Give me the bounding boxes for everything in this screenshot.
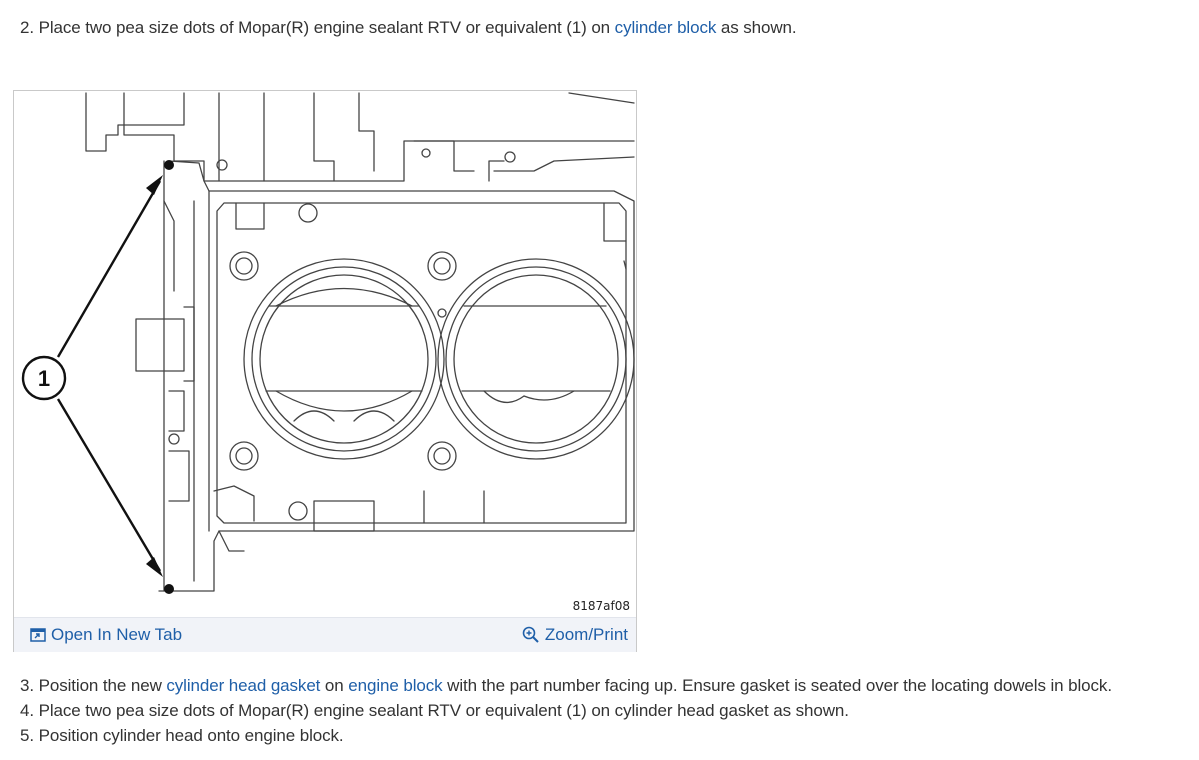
callout-number: 1	[38, 366, 50, 391]
open-in-new-tab-label: Open In New Tab	[51, 625, 183, 644]
engine-block-illustration: 1	[21, 92, 635, 594]
zoom-in-icon	[522, 626, 539, 643]
step-3-text: 3. Position the new cylinder head gasket…	[20, 675, 1112, 697]
step-4-text: 4. Place two pea size dots of Mopar(R) e…	[20, 701, 849, 720]
figure-toolbar: Open In New Tab Zoom/Print	[14, 617, 636, 652]
step-3-suffix: with the part number facing up. Ensure g…	[442, 676, 1112, 695]
zoom-print-label: Zoom/Print	[544, 625, 628, 644]
engine-block-link[interactable]: engine block	[348, 676, 443, 695]
step-2-suffix: as shown.	[716, 18, 797, 37]
cylinder-block-link[interactable]: cylinder block	[614, 18, 717, 37]
figure-code: 8187af08	[572, 599, 630, 613]
zoom-print-button[interactable]: Zoom/Print	[522, 625, 628, 645]
step-2-text: 2. Place two pea size dots of Mopar(R) e…	[20, 17, 797, 39]
open-in-new-tab-icon	[30, 628, 46, 642]
cylinder-head-gasket-link[interactable]: cylinder head gasket	[166, 676, 321, 695]
engine-block-figure: 1 8187af08 Open In New Tab Zoom/Print	[13, 90, 637, 652]
step-5-text: 5. Position cylinder head onto engine bl…	[20, 726, 344, 745]
open-in-new-tab-button[interactable]: Open In New Tab	[30, 625, 182, 645]
step-3-prefix: 3. Position the new	[20, 676, 167, 695]
step-2-prefix: 2. Place two pea size dots of Mopar(R) e…	[20, 18, 615, 37]
step-3-middle: on	[320, 676, 349, 695]
